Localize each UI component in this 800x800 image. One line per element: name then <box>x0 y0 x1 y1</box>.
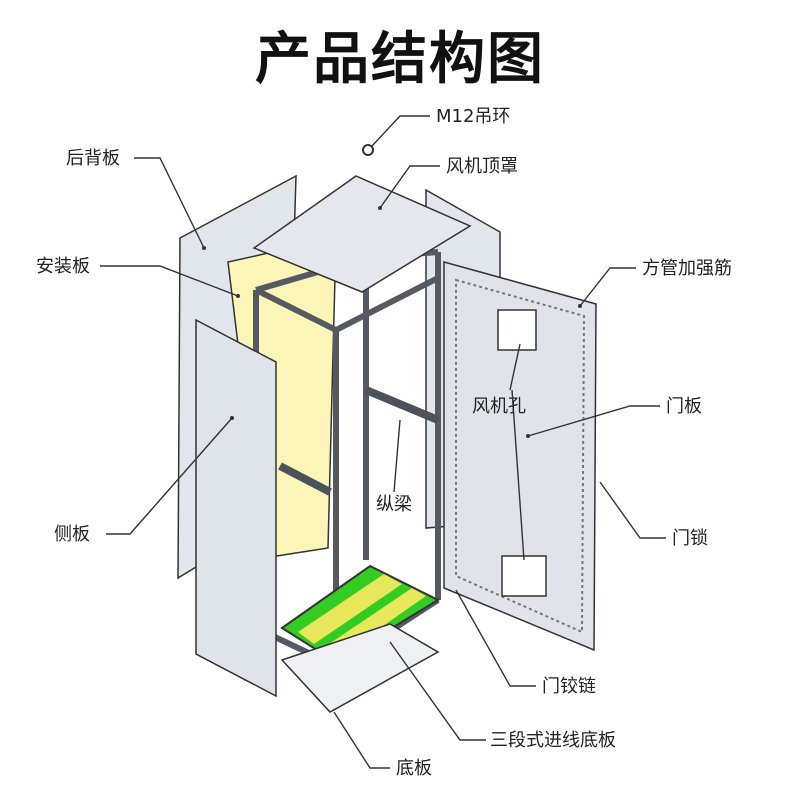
label-door-lock: 门锁 <box>672 528 708 549</box>
label-m12-ring: M12吊环 <box>436 106 510 127</box>
label-side-panel: 侧板 <box>54 524 90 545</box>
m12-ring-shape <box>362 144 374 156</box>
longitudinal-beam <box>364 386 440 424</box>
label-door-panel: 门板 <box>666 396 702 417</box>
longitudinal-beam-2 <box>278 462 332 496</box>
bottom-yellow-strip <box>298 574 402 644</box>
label-fan-hole: 风机孔 <box>472 396 526 417</box>
label-fan-top-cover: 风机顶罩 <box>446 156 518 177</box>
bottom-plate <box>280 623 440 713</box>
page-title: 产品结构图 <box>255 27 545 92</box>
fan-hole-bottom <box>501 555 547 597</box>
fan-top-cover <box>252 175 472 293</box>
label-longitudinal-beam: 纵梁 <box>376 494 412 515</box>
label-rear-panel: 后背板 <box>66 148 120 169</box>
label-door-hinge: 门铰链 <box>542 676 596 697</box>
label-cable-entry-bottom-plate: 三段式进线底板 <box>490 730 616 751</box>
leader-lines <box>100 115 666 769</box>
door-panel-shape <box>443 261 597 652</box>
label-bottom-plate: 底板 <box>396 758 432 779</box>
fan-hole-top <box>497 309 537 351</box>
label-mounting-plate: 安装板 <box>36 256 90 277</box>
label-square-tube-rib: 方管加强筋 <box>642 258 732 279</box>
door-inner <box>455 278 586 634</box>
side-panel <box>195 318 277 698</box>
